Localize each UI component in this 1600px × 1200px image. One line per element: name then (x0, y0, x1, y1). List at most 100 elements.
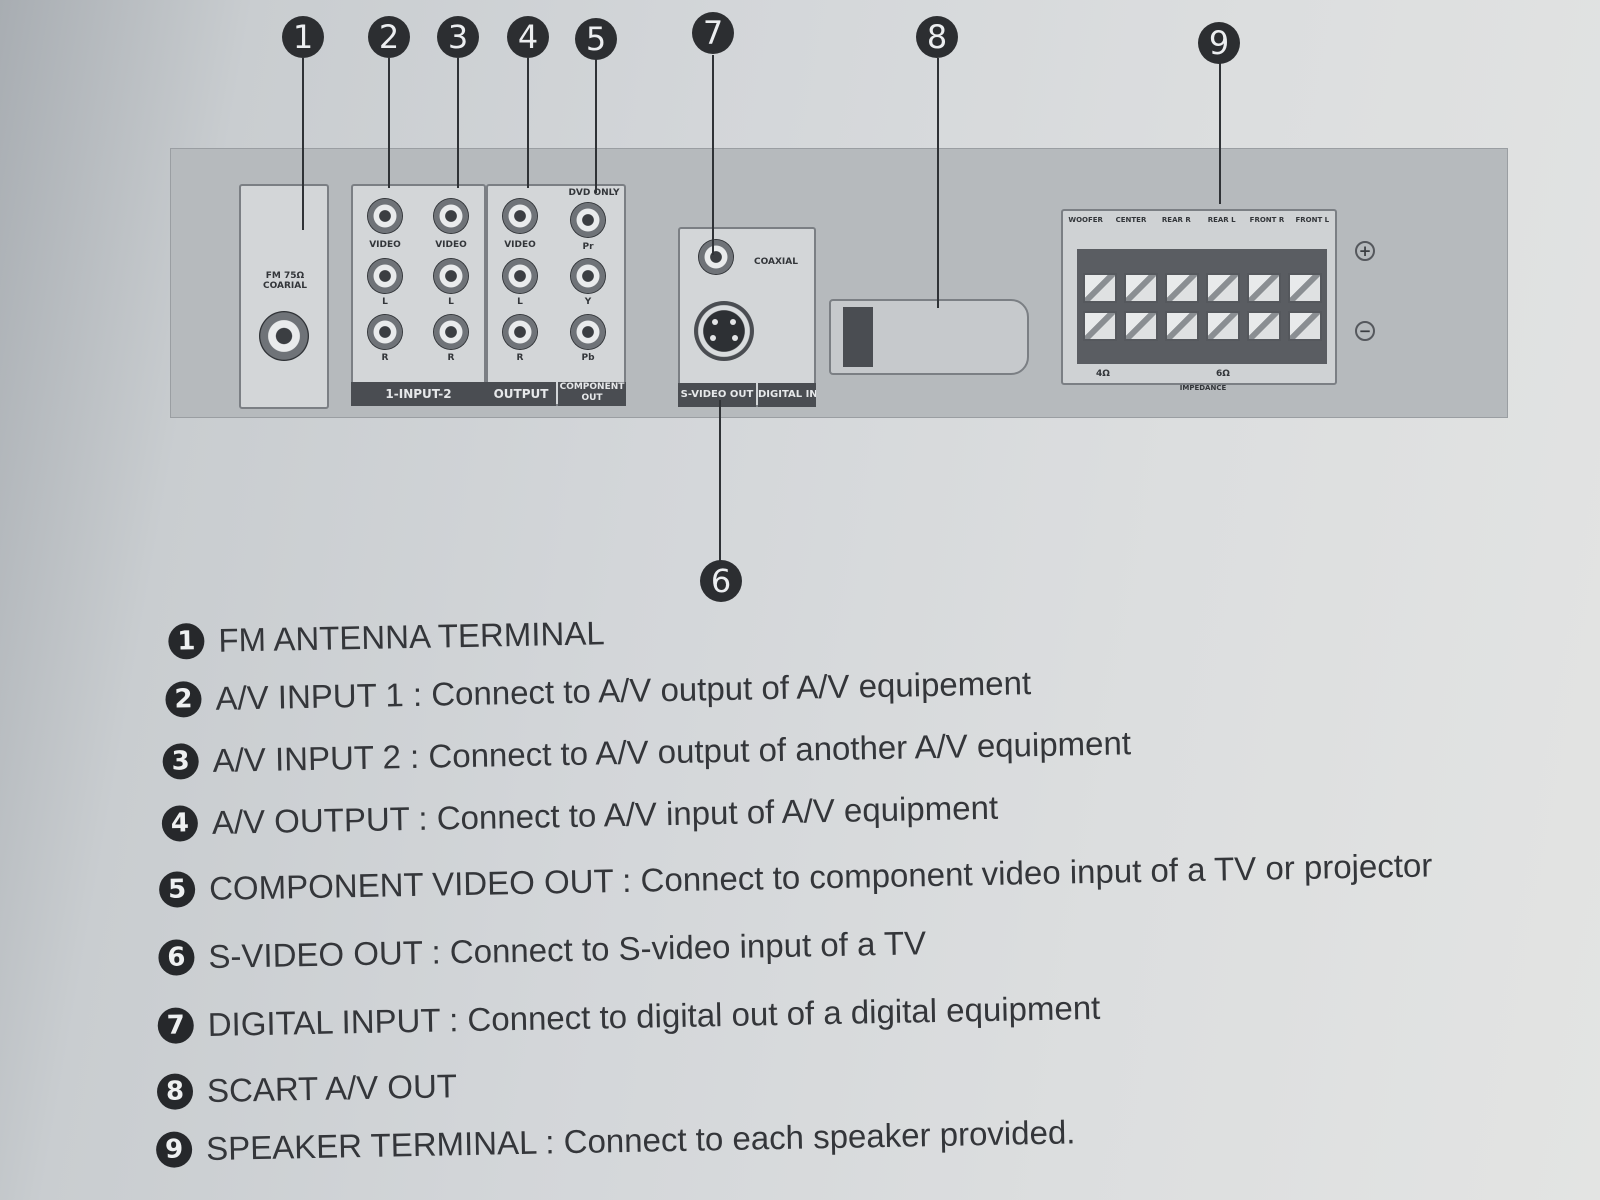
output-audio-l-jack (502, 258, 538, 294)
legend-number: 9 (155, 1131, 193, 1168)
output-video-jack (502, 198, 538, 234)
input2-audio-l-jack (433, 258, 469, 294)
component-y-jack (570, 258, 606, 294)
coaxial-label: COAXIAL (754, 257, 798, 267)
coaxial-digital-jack (698, 239, 734, 275)
speaker-clip-positive (1206, 273, 1240, 303)
impedance-label: IMPEDANCE (1179, 384, 1227, 392)
digital-in-bar-label: DIGITAL IN (758, 383, 816, 407)
svideo-pin (732, 335, 738, 341)
leader-line-6 (719, 400, 721, 562)
speaker-clip-positive (1288, 273, 1322, 303)
leader-line-5 (595, 58, 597, 193)
legend-text: SCART A/V OUT (206, 1067, 458, 1109)
callout-1: 1 (282, 16, 324, 58)
speaker-clip-negative (1206, 311, 1240, 341)
impedance-6-label: 6Ω (1216, 369, 1230, 379)
fm-antenna-section: FM 75Ω COARIAL (239, 184, 329, 409)
input2-l-label: L (448, 297, 454, 307)
speaker-clip-negative (1288, 311, 1322, 341)
leader-line-8 (937, 58, 939, 308)
leader-line-7 (712, 55, 714, 255)
av-output-section: VIDEO L R DVD ONLY Pr Y Pb OUTPUT COMPON… (486, 184, 626, 406)
speaker-header-woofer: WOOFER (1068, 216, 1103, 224)
input1-video-jack (367, 198, 403, 234)
negative-sign: − (1355, 321, 1375, 341)
legend-number: 3 (162, 743, 200, 780)
speaker-header-rear-l: REAR L (1207, 216, 1236, 224)
leader-line-3 (457, 58, 459, 188)
callout-5: 5 (575, 18, 617, 60)
legend-number: 8 (156, 1073, 194, 1110)
speaker-clip-negative (1124, 311, 1158, 341)
speaker-clip-positive (1083, 273, 1117, 303)
fm-antenna-jack (259, 311, 309, 361)
legend-item-4: 4 A/V OUTPUT : Connect to A/V input of A… (161, 789, 998, 844)
legend-number: 4 (161, 805, 199, 842)
svideo-jack (694, 301, 754, 361)
legend-item-9: 9 SPEAKER TERMINAL : Connect to each spe… (155, 1113, 1076, 1170)
callout-6: 6 (700, 560, 742, 602)
legend-number: 2 (165, 681, 202, 718)
speaker-clip-negative (1247, 311, 1281, 341)
input1-video-label: VIDEO (369, 240, 401, 250)
component-pr-jack (570, 202, 606, 238)
input1-audio-l-jack (367, 258, 403, 294)
legend-item-3: 3 A/V INPUT 2 : Connect to A/V output of… (162, 724, 1131, 782)
input1-r-label: R (381, 353, 389, 363)
legend-text: A/V OUTPUT : Connect to A/V input of A/V… (211, 788, 999, 841)
legend-text: DIGITAL INPUT : Connect to digital out o… (207, 988, 1101, 1043)
legend-item-5: 5 COMPONENT VIDEO OUT : Connect to compo… (158, 846, 1433, 910)
speaker-header-row: WOOFER CENTER REAR R REAR L FRONT R FRON… (1063, 211, 1335, 239)
leader-line-2 (388, 58, 390, 188)
input1-l-label: L (382, 297, 388, 307)
callout-2: 2 (368, 16, 410, 58)
leader-line-9 (1219, 62, 1221, 204)
callout-8: 8 (916, 16, 958, 58)
speaker-clip-area (1077, 249, 1327, 364)
av-input-section: VIDEO VIDEO L L R R 1-INPUT-2 (351, 184, 486, 406)
positive-sign: + (1355, 241, 1375, 261)
legend-item-2: 2 A/V INPUT 1 : Connect to A/V output of… (165, 664, 1031, 720)
leader-line-4 (527, 58, 529, 188)
legend-text: S-VIDEO OUT : Connect to S-video input o… (208, 924, 927, 975)
output-l-label: L (517, 297, 523, 307)
scart-inner (843, 307, 873, 367)
callout-9: 9 (1198, 22, 1240, 64)
speaker-header-rear-r: REAR R (1161, 216, 1191, 224)
connector-legend: 1 FM ANTENNA TERMINAL 2 A/V INPUT 1 : Co… (150, 595, 1570, 1168)
svideo-bar-label: S-VIDEO OUT (678, 383, 756, 407)
component-pb-jack (570, 314, 606, 350)
dvd-only-label: DVD ONLY (568, 188, 620, 198)
input2-video-label: VIDEO (435, 240, 467, 250)
speaker-terminal-block: WOOFER CENTER REAR R REAR L FRONT R FRON… (1061, 209, 1337, 392)
speaker-clip-positive (1165, 273, 1199, 303)
legend-text: FM ANTENNA TERMINAL (218, 614, 605, 659)
legend-item-6: 6 S-VIDEO OUT : Connect to S-video input… (158, 924, 926, 978)
legend-text: A/V INPUT 1 : Connect to A/V output of A… (215, 664, 1032, 717)
output-audio-r-jack (502, 314, 538, 350)
speaker-header-center: CENTER (1115, 216, 1147, 224)
input2-audio-r-jack (433, 314, 469, 350)
legend-item-8: 8 SCART A/V OUT (156, 1067, 457, 1112)
output-video-label: VIDEO (504, 240, 536, 250)
fm-antenna-label: FM 75Ω COARIAL (263, 271, 307, 291)
svideo-pin (712, 319, 718, 325)
component-y-label: Y (584, 297, 592, 307)
callout-3: 3 (437, 16, 479, 58)
component-pb-label: Pb (581, 353, 595, 363)
input2-r-label: R (447, 353, 455, 363)
digital-svideo-section: COAXIAL S-VIDEO OUT DIGITAL IN (678, 227, 816, 407)
speaker-header-front-r: FRONT R (1249, 216, 1285, 224)
output-r-label: R (516, 353, 524, 363)
speaker-clip-positive (1124, 273, 1158, 303)
legend-text: A/V INPUT 2 : Connect to A/V output of a… (212, 724, 1132, 779)
legend-number: 6 (158, 939, 195, 976)
callout-7: 7 (692, 12, 734, 54)
speaker-header-front-l: FRONT L (1295, 216, 1330, 224)
speaker-clip-positive (1247, 273, 1281, 303)
svideo-pin (730, 319, 736, 325)
speaker-clip-negative (1083, 311, 1117, 341)
legend-number: 1 (168, 622, 205, 660)
